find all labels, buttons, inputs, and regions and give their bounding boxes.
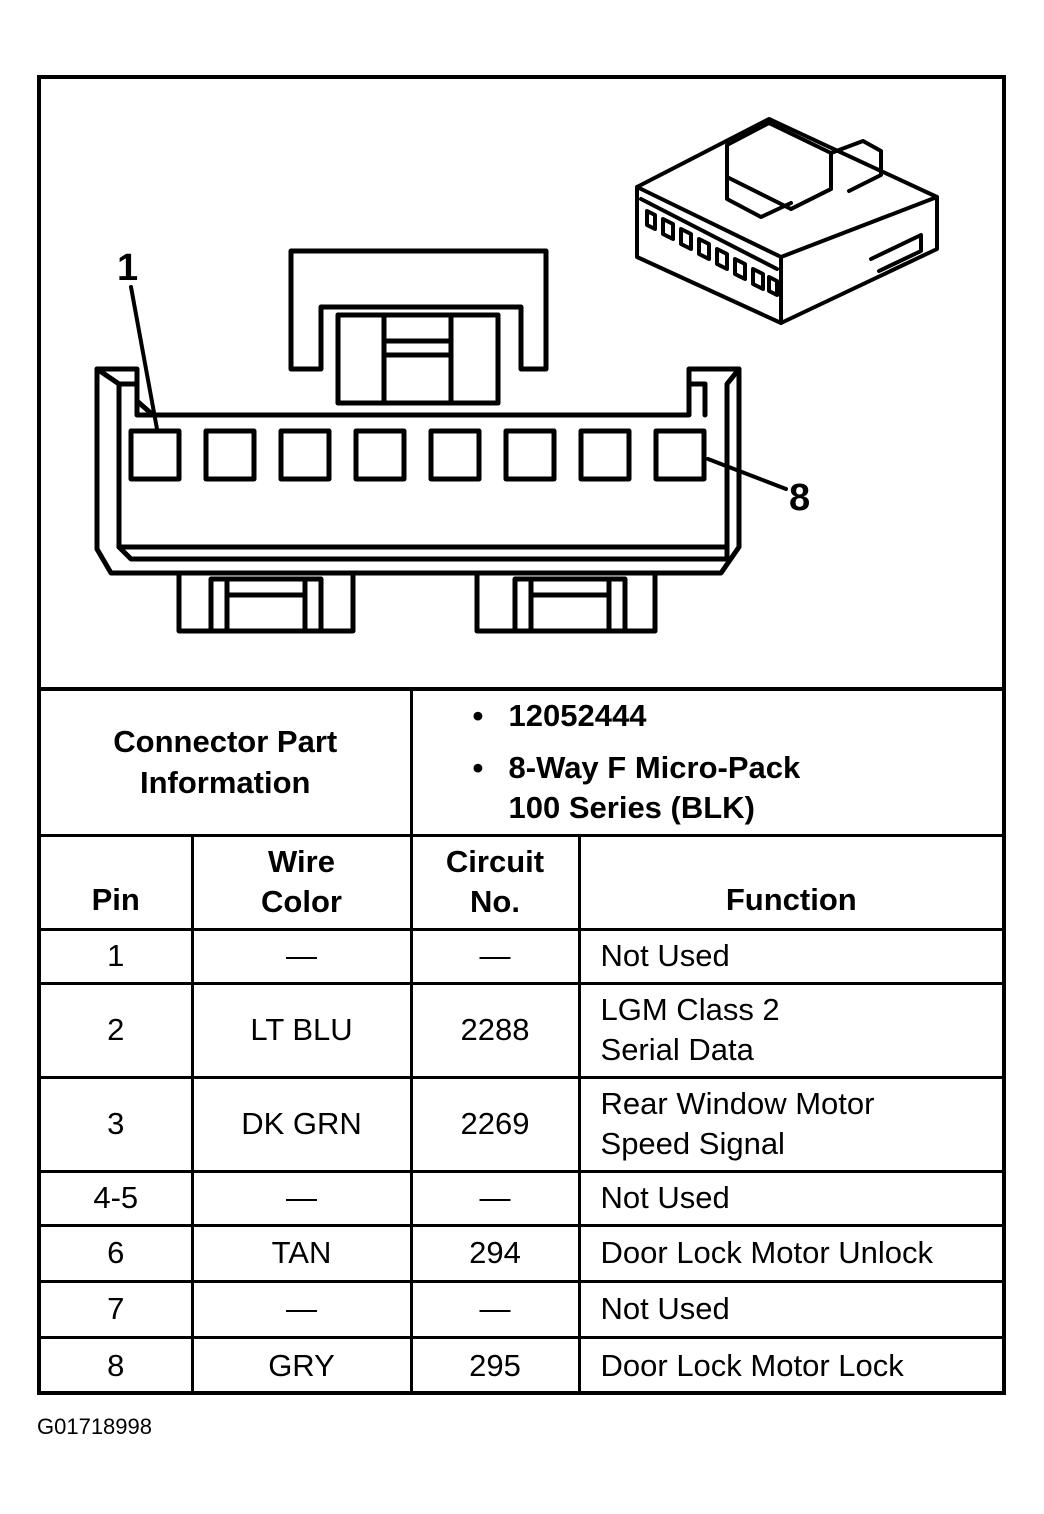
wire-color-cell: TAN bbox=[190, 1223, 413, 1283]
circuit-cell: — bbox=[409, 1279, 581, 1339]
header-function: Function bbox=[577, 833, 1003, 931]
pin-cavity bbox=[278, 428, 332, 482]
table-row: 4-5 — — Not Used bbox=[41, 1169, 1003, 1227]
pin-cavity bbox=[353, 428, 407, 482]
connector-info-details: •12052444 •8-Way F Micro-Pack 100 Series… bbox=[409, 687, 1003, 837]
function-cell: Not Used bbox=[577, 1169, 1003, 1227]
circuit-cell: — bbox=[409, 1169, 581, 1227]
connector-body bbox=[94, 366, 742, 576]
wire-color-cell: DK GRN bbox=[190, 1075, 413, 1173]
connector-description-line2: 100 Series (BLK) bbox=[508, 790, 755, 826]
connector-drawing bbox=[94, 117, 939, 634]
header-pin: Pin bbox=[41, 833, 194, 931]
table-row: 6 TAN 294 Door Lock Motor Unlock bbox=[41, 1223, 1003, 1283]
callout-leaders bbox=[129, 285, 788, 491]
connector-description-line1: 8-Way F Micro-Pack bbox=[508, 750, 801, 786]
pin-cell: 4-5 bbox=[41, 1169, 194, 1227]
circuit-cell: 295 bbox=[409, 1335, 581, 1393]
connector-face-diagram: 1 8 bbox=[41, 79, 1002, 691]
circuit-cell: 2269 bbox=[409, 1075, 581, 1173]
connector-figure-frame: 1 8 Connector Part Information •12052444… bbox=[37, 75, 1006, 1395]
connector-bottom-tabs bbox=[176, 570, 658, 634]
connector-info-label: Connector Part Information bbox=[41, 687, 413, 837]
function-cell: Not Used bbox=[577, 1279, 1003, 1339]
pin-cell: 6 bbox=[41, 1223, 194, 1283]
pin-8-callout: 8 bbox=[789, 477, 811, 519]
pin-cavity bbox=[503, 428, 557, 482]
pin-cell: 2 bbox=[41, 981, 194, 1079]
connector-isometric-view bbox=[635, 117, 939, 325]
pin-cavity bbox=[653, 428, 707, 482]
figure-id: G01718998 bbox=[37, 1414, 152, 1439]
wire-color-cell: — bbox=[190, 1279, 413, 1339]
wire-color-cell: — bbox=[190, 1169, 413, 1227]
part-number: 12052444 bbox=[508, 698, 647, 734]
function-cell: Not Used bbox=[577, 927, 1003, 985]
pin-cavities bbox=[128, 428, 707, 482]
pin-cavity bbox=[128, 428, 182, 482]
pin-cavity bbox=[428, 428, 482, 482]
pin-cavity bbox=[203, 428, 257, 482]
function-cell: Door Lock Motor Unlock bbox=[577, 1223, 1003, 1283]
table-row: 8 GRY 295 Door Lock Motor Lock bbox=[41, 1335, 1003, 1393]
pin-cell: 7 bbox=[41, 1279, 194, 1339]
circuit-cell: 294 bbox=[409, 1223, 581, 1283]
pinout-table: Connector Part Information •12052444 •8-… bbox=[41, 687, 1003, 1393]
circuit-cell: 2288 bbox=[409, 981, 581, 1079]
table-row: 1 — — Not Used bbox=[41, 927, 1003, 985]
connector-latch bbox=[288, 248, 549, 406]
pin-cell: 3 bbox=[41, 1075, 194, 1173]
pin-cell: 1 bbox=[41, 927, 194, 985]
wire-color-cell: — bbox=[190, 927, 413, 985]
wire-color-cell: GRY bbox=[190, 1335, 413, 1393]
table-row: 7 — — Not Used bbox=[41, 1279, 1003, 1339]
pin-cell: 8 bbox=[41, 1335, 194, 1393]
function-cell: Door Lock Motor Lock bbox=[577, 1335, 1003, 1393]
wire-color-cell: LT BLU bbox=[190, 981, 413, 1079]
pin-1-callout: 1 bbox=[117, 247, 139, 289]
pin-cavity bbox=[578, 428, 632, 482]
circuit-cell: — bbox=[409, 927, 581, 985]
connector-info-row: Connector Part Information •12052444 •8-… bbox=[41, 687, 1003, 837]
